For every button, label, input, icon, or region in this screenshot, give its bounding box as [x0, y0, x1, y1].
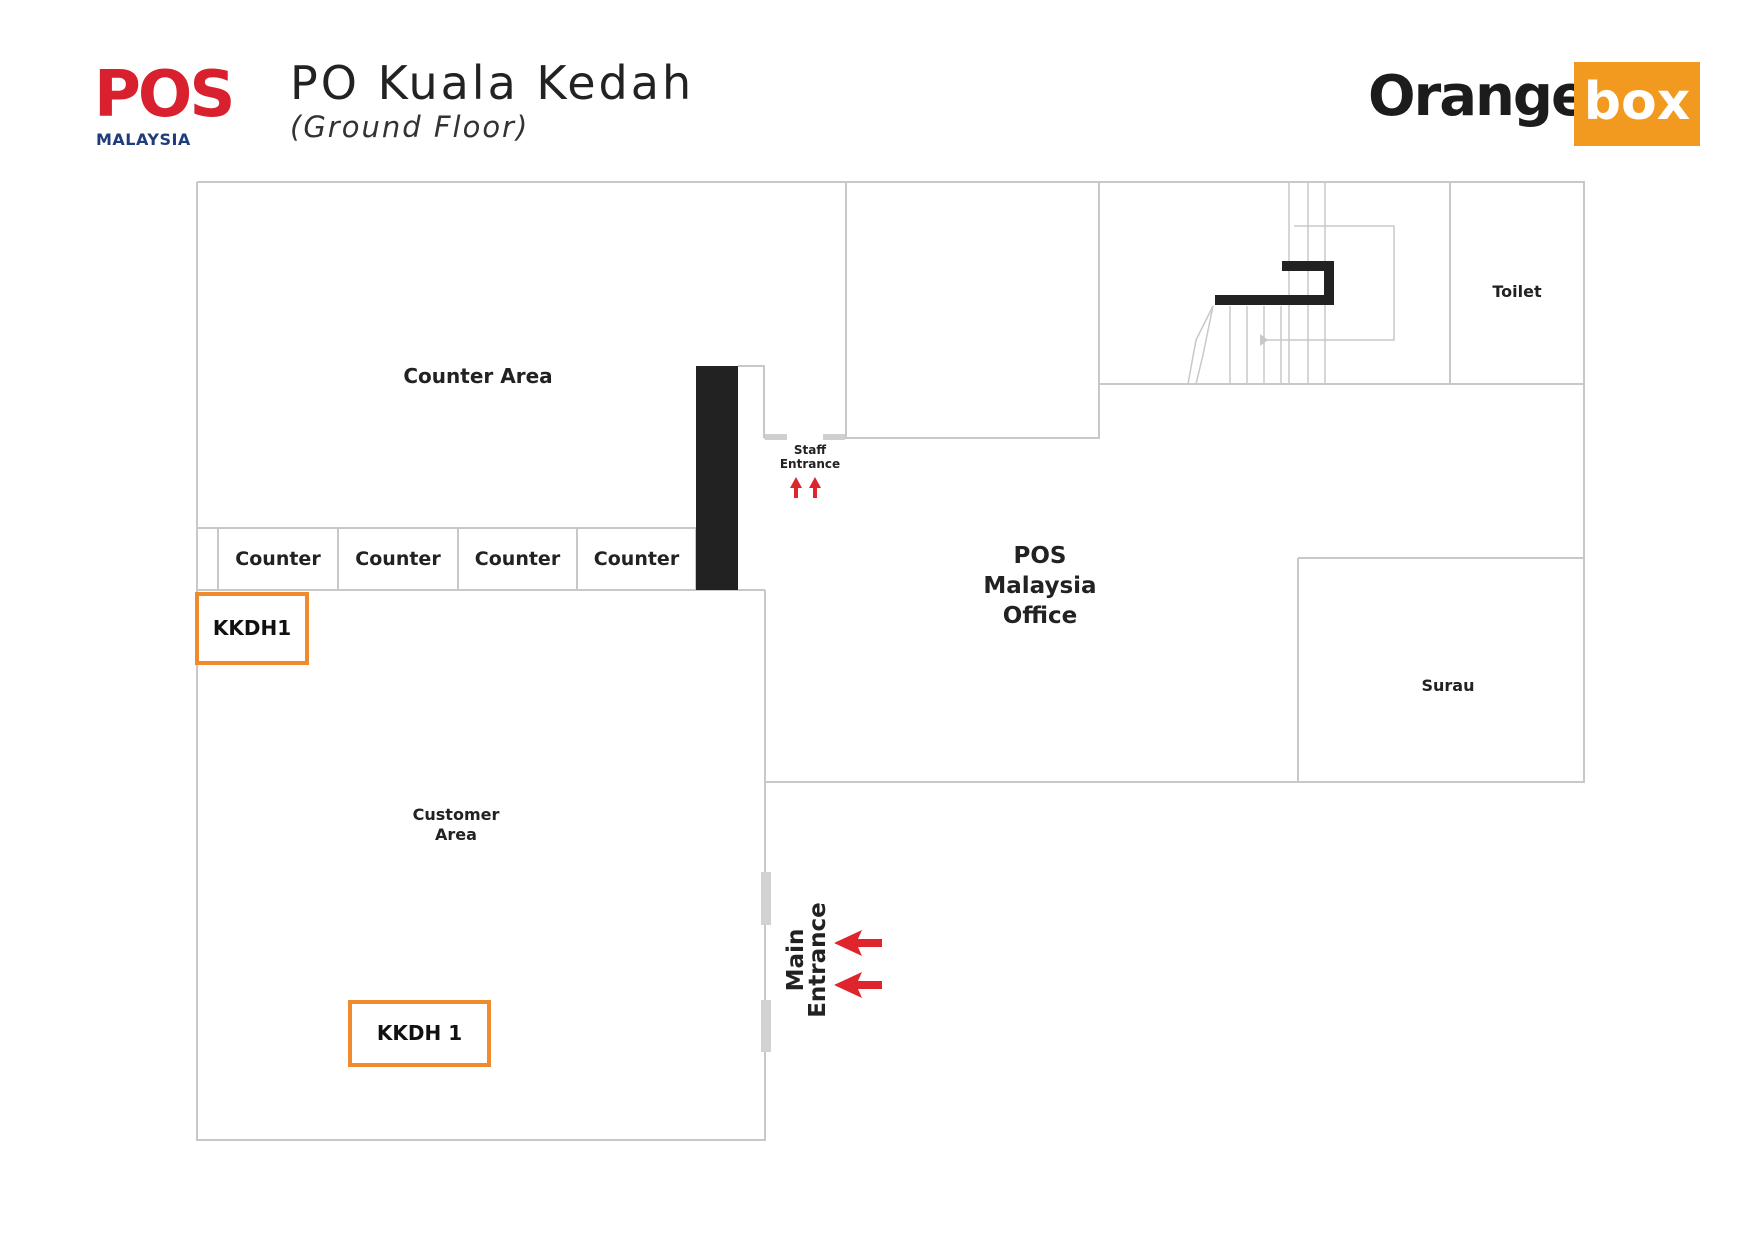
pos-malaysia-logo: POS MALAYSIA [94, 58, 235, 150]
label-counter-3: Counter [474, 548, 561, 570]
orangebox-logo: Orange box [1368, 62, 1704, 146]
pos-logo-wordmark: POS [94, 58, 235, 132]
page-subtitle: (Ground Floor) [290, 110, 530, 144]
label-pos-office: POS Malaysia Office [960, 541, 1120, 631]
staircase [1187, 182, 1395, 385]
stair-railing [1215, 261, 1334, 305]
plan-walls [196, 181, 1585, 1141]
wall-room-a [846, 182, 1100, 439]
staff-door-right-leaf [823, 434, 845, 440]
page-title: PO Kuala Kedah [290, 56, 695, 110]
label-staff-entrance-line1: Staff [793, 443, 827, 457]
kiosk-kkdh1-counter[interactable]: KKDH1 [195, 592, 309, 665]
label-pos-office-line2: Malaysia [983, 573, 1097, 599]
orangebox-logo-word1: Orange [1368, 64, 1589, 129]
label-staff-entrance-line2: Entrance [779, 457, 841, 471]
label-pos-office-line3: Office [1002, 603, 1078, 629]
staff-arrow-2 [809, 477, 821, 498]
label-pos-office-line1: POS [1013, 543, 1067, 569]
staff-door-left-leaf [765, 434, 787, 440]
main-entrance-arrows [834, 930, 882, 998]
label-main-entrance-line1: Main [783, 928, 809, 992]
stair-direction-marker [1260, 334, 1268, 346]
staff-entrance-arrows [790, 477, 821, 498]
staff-arrow-1 [790, 477, 802, 498]
label-customer-area-line1: Customer [412, 805, 500, 824]
label-staff-entrance: Staff Entrance [770, 443, 850, 471]
label-customer-area: Customer Area [396, 805, 516, 845]
label-customer-area-line2: Area [435, 825, 477, 844]
label-counter-4: Counter [593, 548, 680, 570]
pos-logo-subtext: MALAYSIA [96, 130, 191, 149]
wall-top-left [197, 181, 847, 439]
label-toilet: Toilet [1492, 282, 1542, 301]
main-door-upper-leaf [761, 872, 771, 925]
counter-partition-wall [696, 366, 738, 590]
label-surau: Surau [1421, 676, 1475, 695]
kiosk-kkdh1-customer-area[interactable]: KKDH 1 [348, 1000, 491, 1067]
wall-counter-right [738, 365, 765, 438]
main-arrow-1 [834, 930, 882, 956]
orangebox-logo-word2: box [1574, 62, 1700, 146]
label-main-entrance-line2: Entrance [805, 902, 831, 1018]
wall-right-outer [765, 181, 1585, 783]
label-counter-2: Counter [355, 548, 441, 570]
main-door-lower-leaf [761, 1000, 771, 1052]
label-counter-area: Counter Area [403, 364, 553, 388]
label-counter-1: Counter [235, 548, 321, 570]
main-arrow-2 [834, 972, 882, 998]
label-main-entrance: Main Entrance [783, 895, 831, 1025]
